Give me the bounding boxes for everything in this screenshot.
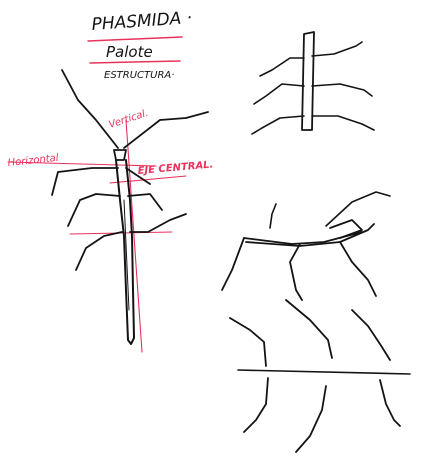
- hind-leg-left: [76, 232, 122, 270]
- front-leg-left: [52, 168, 118, 195]
- insect-body: [116, 160, 134, 344]
- subtitle-palote: Palote: [106, 43, 153, 61]
- segment-branch-2: [312, 42, 362, 56]
- side-body-1: [244, 232, 362, 244]
- lower-leg-3: [352, 310, 390, 360]
- segment-branch-3: [254, 84, 304, 104]
- leg-study-bottom: [230, 300, 410, 452]
- title-phasmida: PHASMIDA ·: [91, 8, 193, 35]
- lower-leg-2: [286, 300, 332, 358]
- lower-leg-1: [230, 318, 266, 366]
- antenna-left: [62, 70, 118, 148]
- label-central-axis: EJE CENTRAL.: [137, 159, 214, 177]
- side-view-study: [222, 192, 390, 300]
- subtitle-estructura: ESTRUCTURA·: [104, 70, 174, 81]
- title-underline-1: [88, 37, 182, 41]
- label-vertical: Vertical.: [108, 108, 150, 131]
- segment-branch-4: [312, 84, 372, 96]
- middle-leg-right: [128, 194, 162, 210]
- side-leg-3: [340, 242, 376, 296]
- segment-branch-5: [252, 116, 304, 134]
- title-block: PHASMIDA · Palote ESTRUCTURA·: [88, 8, 193, 81]
- segment-branch-6: [312, 116, 374, 130]
- ground-line: [238, 370, 410, 374]
- middle-leg-left: [68, 194, 120, 226]
- side-leg-1: [222, 238, 244, 290]
- segment-branch-1: [260, 58, 304, 76]
- lower-leg-6: [380, 380, 400, 426]
- segment-study-top: [252, 32, 374, 134]
- lower-leg-4: [244, 378, 268, 432]
- side-leg-2: [290, 244, 302, 300]
- insect-head: [114, 150, 126, 160]
- stick-insect-figure: [8, 70, 208, 352]
- label-horizontal: Horizontal: [7, 153, 59, 169]
- hind-leg-right: [130, 214, 186, 232]
- title-underline-2: [90, 61, 180, 63]
- side-antenna-2: [270, 204, 276, 228]
- side-antenna-1: [326, 192, 390, 226]
- lower-leg-5: [296, 386, 326, 452]
